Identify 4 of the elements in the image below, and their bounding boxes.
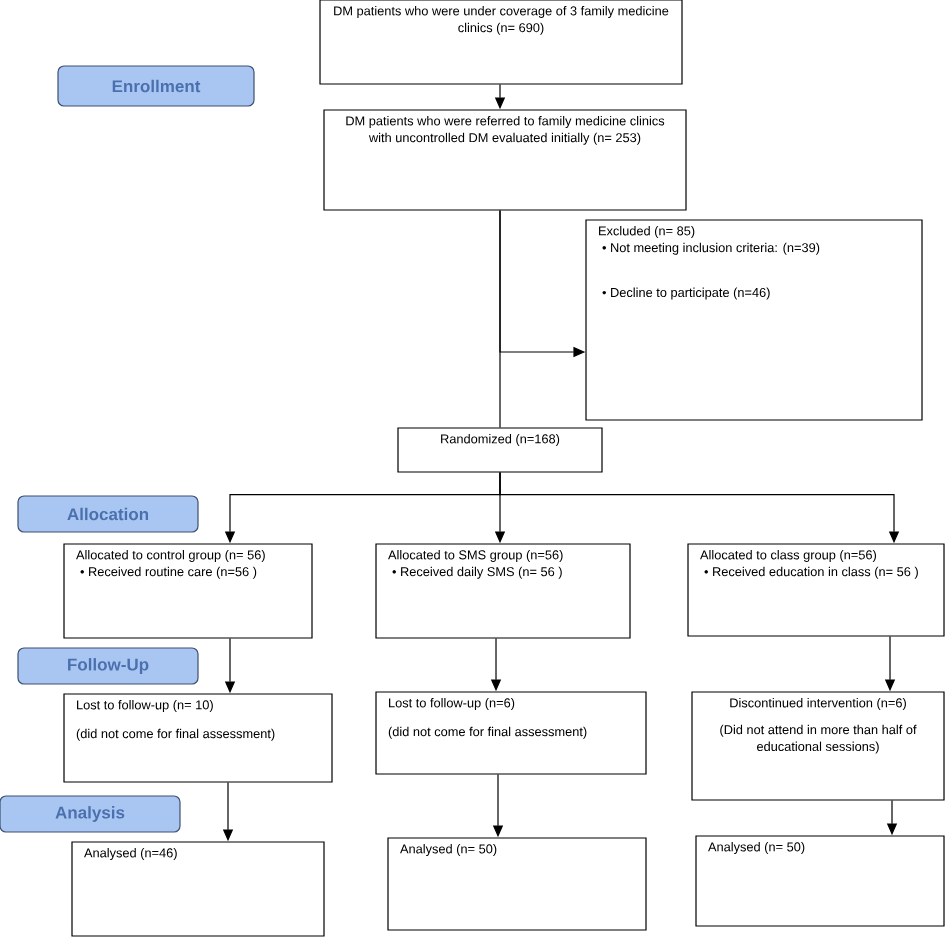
stage-tab: Analysis xyxy=(0,795,181,833)
stage-tab: Enrollment xyxy=(57,65,255,107)
stage-tab: Follow-Up xyxy=(17,647,199,685)
stage-tab: Allocation xyxy=(17,495,199,533)
